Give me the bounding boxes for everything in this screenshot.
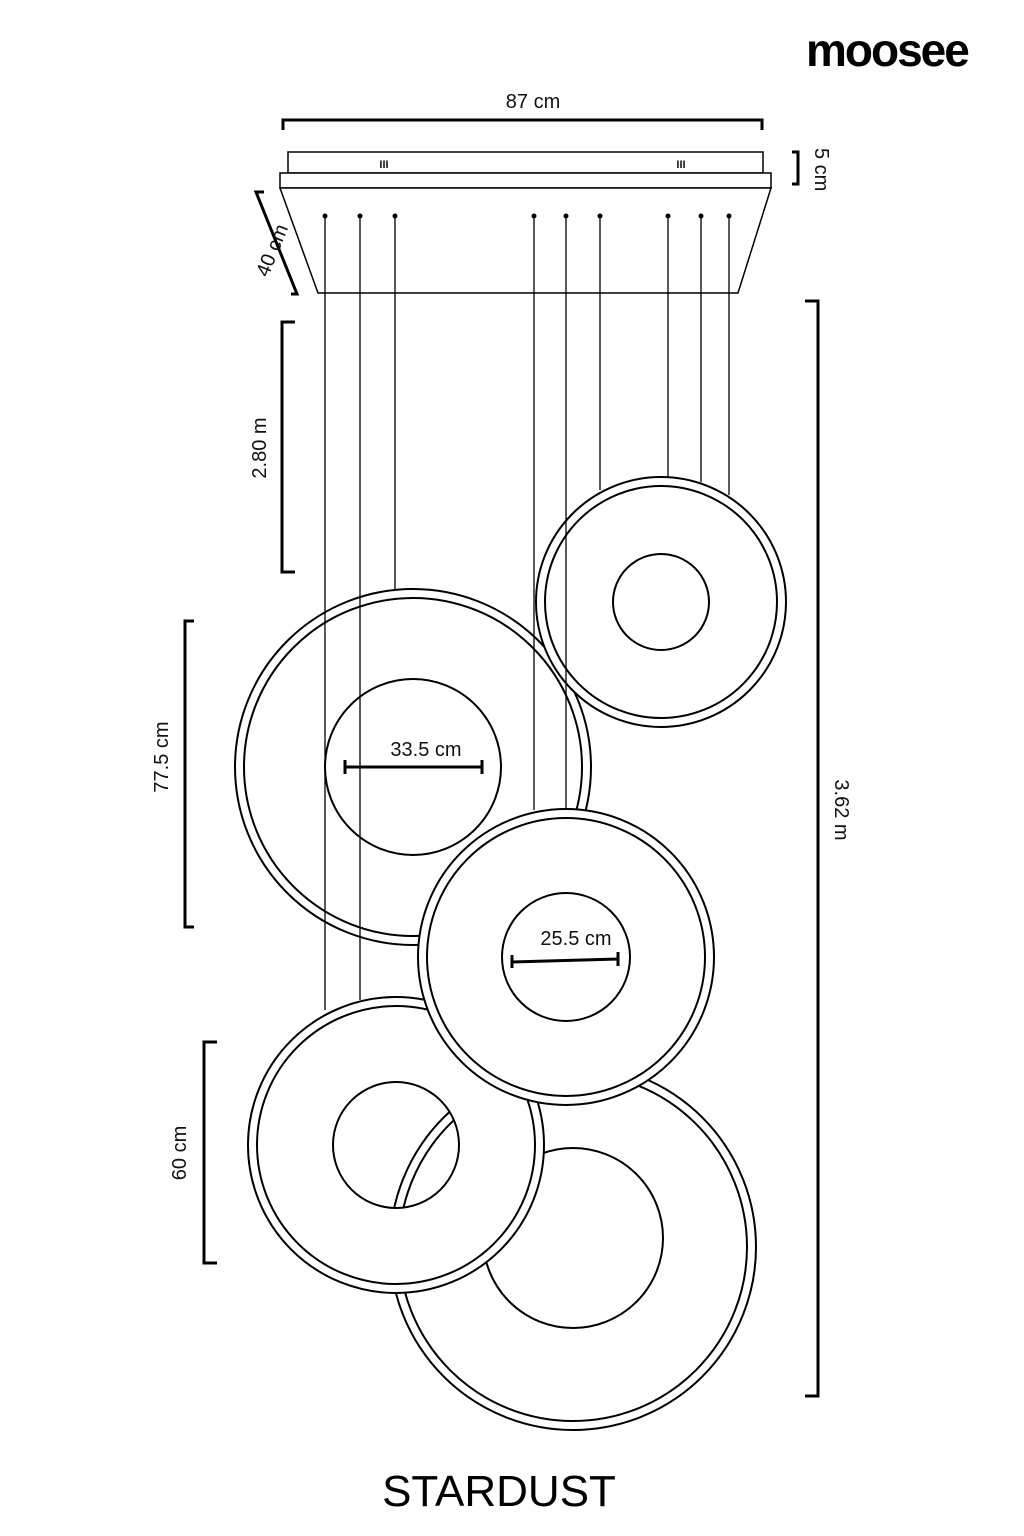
width-label: 87 cm bbox=[506, 91, 560, 113]
ring-lamp bbox=[246, 996, 546, 1294]
cable-length-bracket bbox=[280, 320, 295, 574]
canopy-height-label: 5 cm bbox=[810, 148, 832, 191]
total-height-bracket bbox=[805, 299, 820, 1398]
rings bbox=[233, 476, 788, 1431]
total-height-label: 3.62 m bbox=[830, 779, 852, 840]
cable-anchor bbox=[698, 213, 704, 219]
small-ring-label: 60 cm bbox=[169, 1126, 191, 1180]
cable-anchor bbox=[665, 213, 671, 219]
ring-lamp bbox=[416, 808, 716, 1106]
product-title: STARDUST bbox=[382, 1467, 616, 1516]
small-ring-bracket bbox=[202, 1040, 217, 1265]
depth-bracket bbox=[253, 190, 300, 296]
cable-anchor bbox=[531, 213, 537, 219]
large-ring-label: 77.5 cm bbox=[151, 721, 173, 792]
width-bracket bbox=[281, 118, 764, 130]
brand-logo: moosee bbox=[806, 24, 969, 76]
large-ring-bracket bbox=[183, 619, 194, 929]
inner-small-dimension-line bbox=[510, 952, 620, 968]
cable-anchor bbox=[726, 213, 732, 219]
cable-anchor bbox=[357, 213, 363, 219]
cable-anchor bbox=[597, 213, 603, 219]
cable-anchor bbox=[563, 213, 569, 219]
ring-lamp bbox=[534, 476, 788, 728]
canopy-height-bracket bbox=[792, 150, 800, 186]
cables bbox=[322, 213, 732, 1010]
canopy-mark: III bbox=[676, 159, 685, 171]
canopy-mark: III bbox=[379, 159, 388, 171]
inner-large-dimension-line bbox=[343, 760, 484, 774]
cable-anchor bbox=[392, 213, 398, 219]
inner-small-label: 25.5 cm bbox=[540, 928, 611, 950]
cable-length-label: 2.80 m bbox=[249, 417, 271, 478]
inner-large-label: 33.5 cm bbox=[390, 739, 461, 761]
canopy bbox=[278, 151, 773, 294]
cable-anchor bbox=[322, 213, 328, 219]
